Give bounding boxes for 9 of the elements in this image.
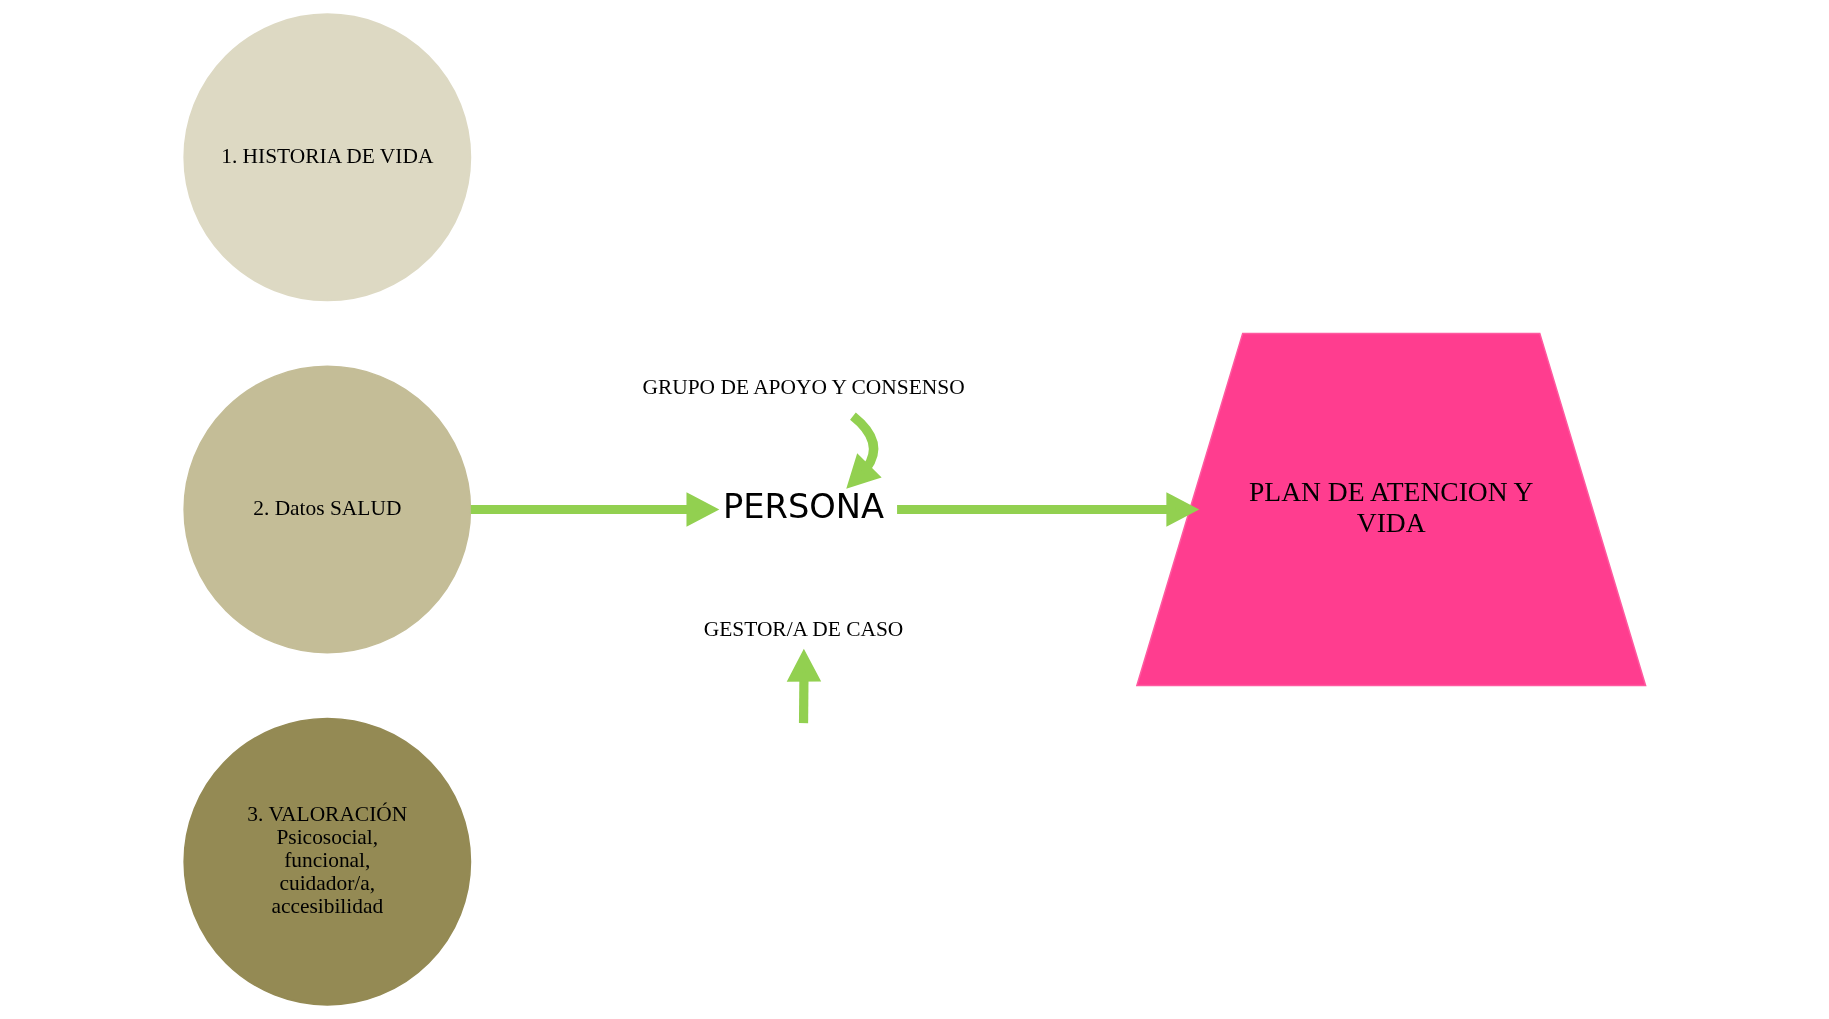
node-circle: 2. Datos SALUD — [182, 365, 471, 654]
node-circle: 1. HISTORIA DE VIDA — [182, 13, 471, 302]
arrow — [786, 648, 821, 724]
node-text: PERSONA — [722, 487, 884, 527]
arrow — [896, 492, 1199, 527]
node-circle: 3. VALORACIÓN Psicosocial, funcional, cuidador/a, accesibilidad — [182, 717, 471, 1006]
node-text: GRUPO DE APOYO Y CONSENSO — [641, 375, 965, 400]
node-text: GESTOR/A DE CASO — [703, 617, 903, 642]
arrow — [470, 492, 719, 527]
